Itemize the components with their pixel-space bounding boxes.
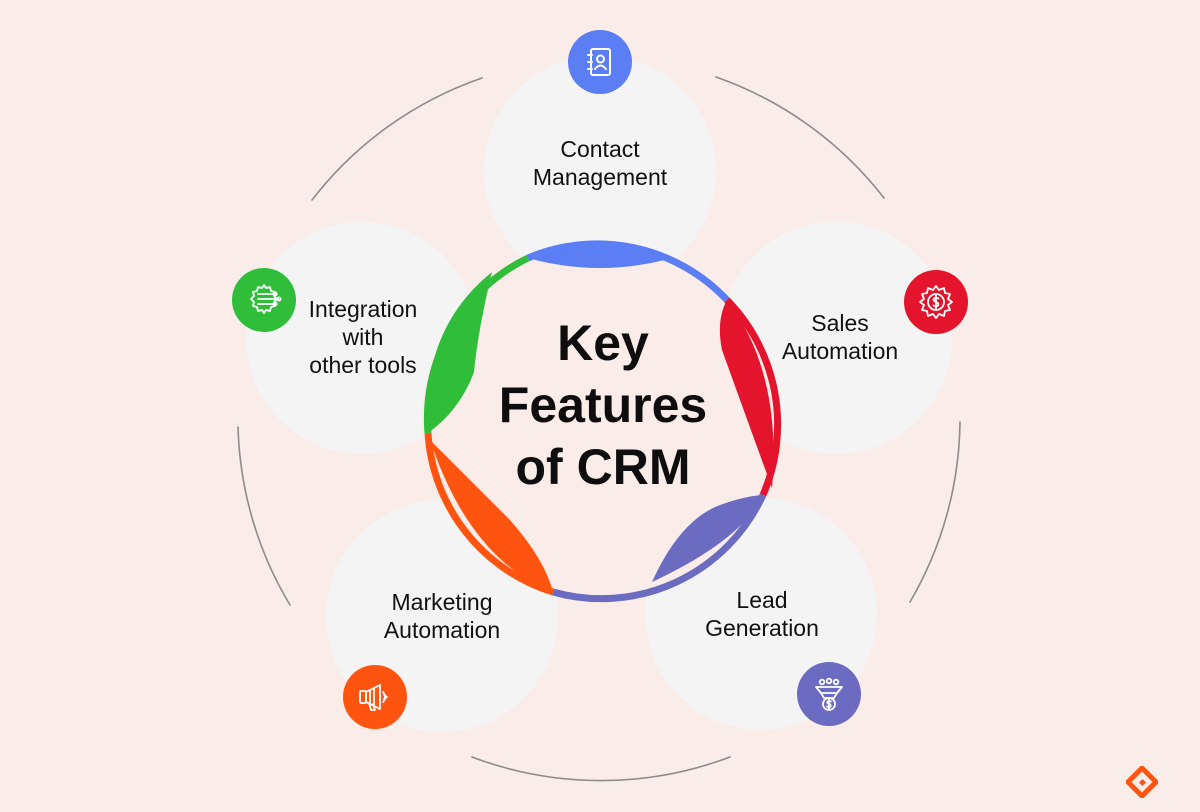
center-title-line-1: Key — [557, 315, 649, 371]
feature-label-integration-line-3: other tools — [309, 352, 417, 378]
center-title: Key Features of CRM — [453, 312, 753, 498]
ring-segment-lead — [552, 493, 767, 603]
ring-lens-integration — [427, 272, 492, 433]
ring-lens-lead — [652, 495, 763, 582]
sales-funnel-icon — [797, 662, 861, 726]
outer-arc-top-left — [311, 77, 483, 201]
feature-label-contact-line-2: Management — [532, 164, 668, 190]
ring-lens-contact — [528, 245, 672, 268]
feature-label-lead: Lead Generation — [705, 586, 819, 642]
feature-label-integration-line-1: Integration — [308, 296, 418, 322]
ring-segment-marketing — [424, 432, 555, 596]
outer-arc-left — [237, 426, 291, 606]
ring-segment-contact — [526, 240, 730, 303]
center-title-line-3: of CRM — [515, 439, 691, 495]
ring-lens-sales — [719, 300, 774, 488]
feature-label-lead-line-2: Generation — [705, 615, 819, 641]
integration-chip-icon — [232, 268, 296, 332]
feature-label-marketing-line-2: Automation — [383, 617, 501, 643]
feature-label-sales-line-1: Sales — [811, 310, 869, 336]
feature-label-integration: Integration with other tools — [309, 295, 418, 379]
outer-arc-bottom — [471, 756, 731, 782]
brand-logo-icon — [1126, 766, 1158, 798]
outer-arc-top-right — [715, 76, 885, 199]
feature-label-integration-line-2: with — [342, 324, 384, 350]
outer-arc-right — [909, 421, 961, 603]
ring-lens-marketing — [430, 440, 553, 592]
feature-label-marketing-line-1: Marketing — [391, 589, 493, 615]
feature-label-contact-line-1: Contact — [560, 136, 640, 162]
feature-label-marketing: Marketing Automation — [384, 588, 500, 644]
contact-book-icon — [568, 30, 632, 94]
center-title-line-2: Features — [498, 377, 708, 433]
dollar-gear-icon — [904, 270, 968, 334]
feature-label-lead-line-1: Lead — [736, 587, 788, 613]
megaphone-icon — [343, 665, 407, 729]
feature-label-contact: Contact Management — [533, 135, 667, 191]
feature-label-sales-line-2: Automation — [781, 338, 899, 364]
feature-label-sales: Sales Automation — [782, 309, 898, 365]
